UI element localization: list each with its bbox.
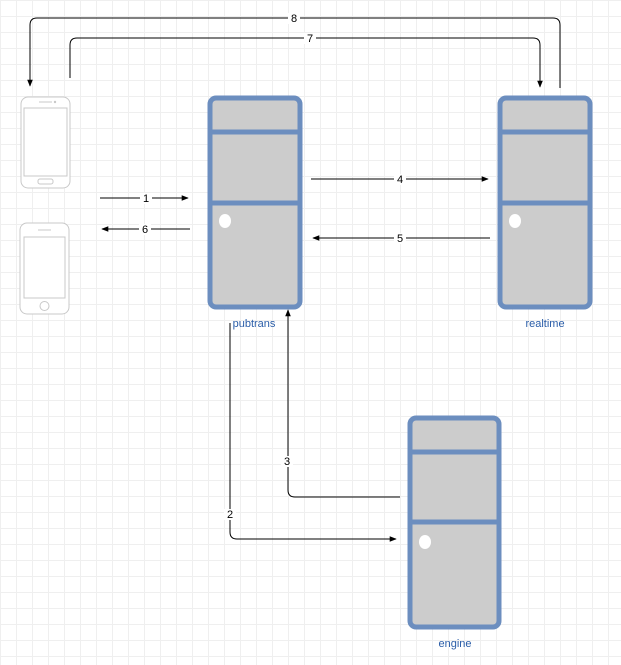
- android-phone-icon[interactable]: [20, 96, 71, 189]
- iphone-icon[interactable]: [19, 222, 70, 315]
- edge-1[interactable]: 1: [100, 193, 189, 205]
- edge-label-2: 2: [227, 509, 233, 521]
- edge-label-6: 6: [142, 224, 148, 236]
- edge-label-8: 8: [291, 13, 297, 25]
- edge-label-3: 3: [284, 456, 290, 468]
- edge-6[interactable]: 6: [101, 224, 190, 236]
- engine-server-icon[interactable]: [407, 415, 502, 630]
- edge-label-4: 4: [397, 174, 403, 186]
- edge-3[interactable]: 3: [281, 309, 400, 498]
- edge-2[interactable]: 2: [224, 323, 397, 542]
- edge-label-5: 5: [397, 233, 403, 245]
- edge-4[interactable]: 4: [311, 174, 489, 186]
- edge-label-7: 7: [307, 33, 313, 45]
- edge-7[interactable]: 7: [69, 33, 543, 88]
- edge-8[interactable]: 8: [27, 13, 561, 88]
- engine-label: engine: [438, 638, 471, 650]
- edge-5[interactable]: 5: [312, 233, 490, 245]
- edge-label-1: 1: [143, 193, 149, 205]
- realtime-label: realtime: [525, 318, 564, 330]
- realtime-server-icon[interactable]: [497, 95, 593, 310]
- pubtrans-server-icon[interactable]: [207, 95, 303, 310]
- pubtrans-label: pubtrans: [233, 318, 276, 330]
